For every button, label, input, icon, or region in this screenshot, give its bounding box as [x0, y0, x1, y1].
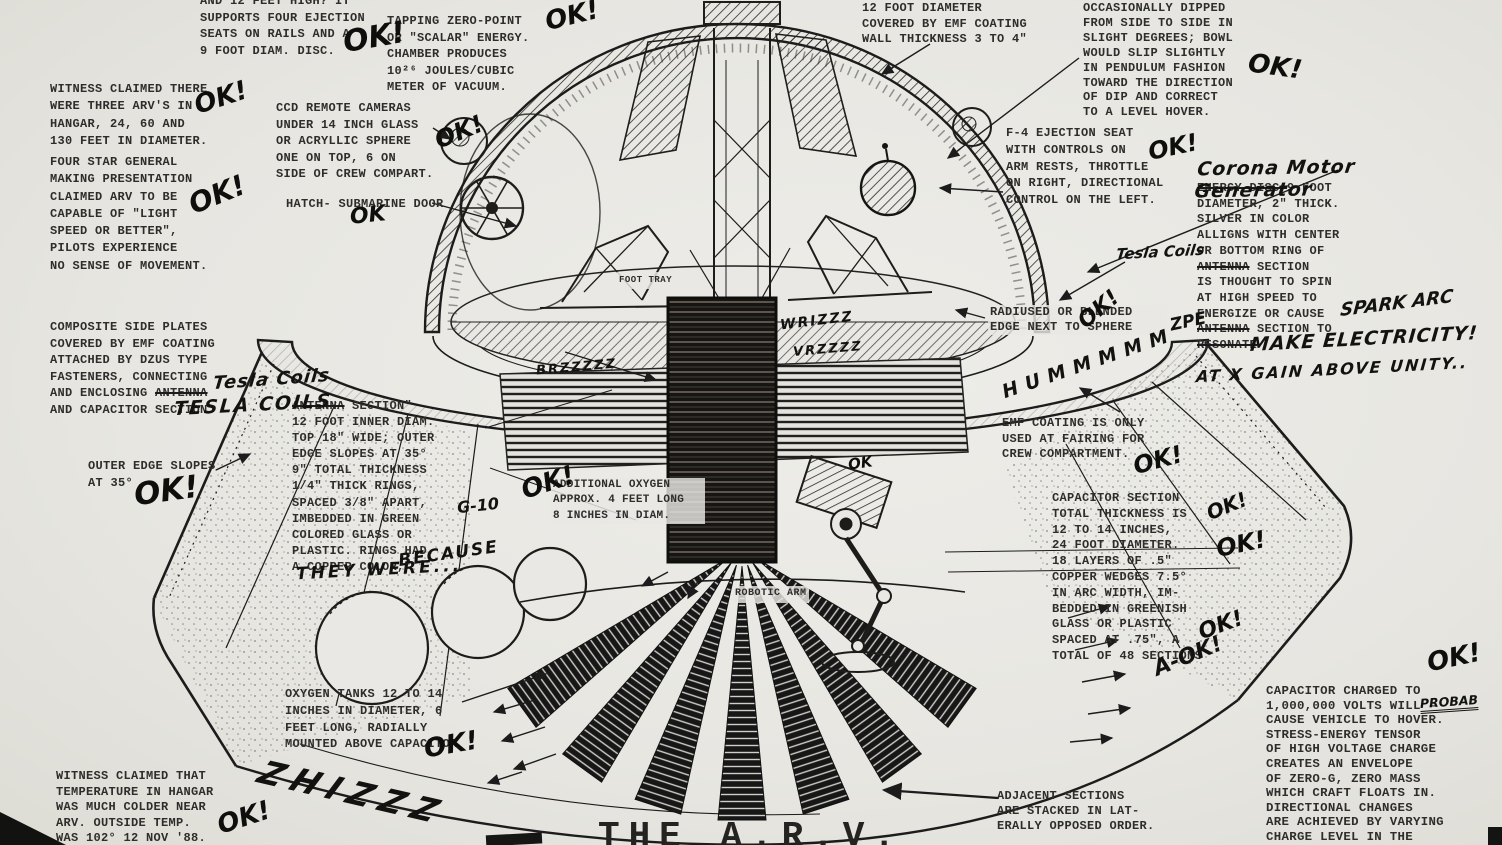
note-antenna-section: ANTENNA SECTION" 12 FOOT INNER DIAM. TOP… — [292, 399, 435, 574]
note-f4-ejection-seat: F-4 EJECTION SEAT WITH CONTROLS ON ARM R… — [1006, 126, 1164, 208]
note-occasionally-dipped: OCCASIONALLY DIPPED FROM SIDE TO SIDE IN… — [1083, 1, 1234, 120]
hatch-wheel — [459, 113, 601, 311]
skirt-wedges — [507, 558, 977, 821]
note-emf-fairing: EMF COATING IS ONLY USED AT FAIRING FOR … — [1002, 416, 1145, 462]
note-adjacent-sections: ADJACENT SECTIONS ARE STACKED IN LAT- ER… — [997, 789, 1155, 834]
hw-ok-mark: OK — [846, 452, 874, 474]
note-witness-three-arvs: WITNESS CLAIMED THERE WERE THREE ARV'S I… — [50, 82, 208, 149]
note-twelve-foot-diameter: 12 FOOT DIAMETER COVERED BY EMF COATING … — [862, 1, 1028, 46]
leader-arrows — [215, 43, 1339, 801]
note-capacitor-section: CAPACITOR SECTION TOTAL THICKNESS IS 12 … — [1052, 491, 1203, 663]
note-composite-side-plates: COMPOSITE SIDE PLATES COVERED BY EMF COA… — [50, 320, 216, 417]
note-ccd-cameras: CCD REMOTE CAMERAS UNDER 14 INCH GLASS O… — [276, 101, 434, 182]
note-capacitor-charged: CAPACITOR CHARGED TO 1,000,000 VOLTS WIL… — [1266, 684, 1444, 844]
note-oxygen-tanks: OXYGEN TANKS 12 TO 14 INCHES IN DIAMETER… — [285, 687, 458, 752]
diagram-title: THE A.R.V. — [597, 816, 905, 845]
note-additional-oxygen: ADDITIONAL OXYGEN APPROX. 4 FEET LONG 8 … — [551, 478, 705, 525]
note-four-star-general: FOUR STAR GENERAL MAKING PRESENTATION CL… — [50, 155, 208, 273]
corona-ball — [859, 143, 917, 217]
note-radiused-edge: RADIUSED OR BLENDED EDGE NEXT TO SPHERE — [988, 305, 1167, 336]
hw-corona-motor-generator: Corona Motor Generator — [1193, 155, 1357, 203]
label-foot-tray: FOOT TRAY — [617, 272, 675, 289]
note-ejection-support: AND 12 FEET HIGH? IT SUPPORTS FOUR EJECT… — [200, 0, 366, 58]
robotic-arm-mechanism — [795, 454, 895, 673]
label-robotic-arm: ROBOTIC ARM — [733, 586, 809, 603]
camera-spheres — [440, 107, 992, 165]
note-outer-edge-slope: OUTER EDGE SLOPES AT 35° — [88, 459, 216, 490]
note-zero-point-energy: TAPPING ZERO-POINT OR "SCALAR" ENERGY. C… — [387, 14, 530, 95]
note-corona-details: ENERGY DISC,9 FOOT DIAMETER, 2" THICK. S… — [1197, 181, 1340, 353]
dome-interior-frame — [618, 1, 858, 300]
oxygen-tanks — [314, 546, 588, 706]
note-hatch: HATCH- SUBMARINE DOOR — [286, 197, 444, 211]
hw-ok-mark: OK — [348, 201, 387, 230]
note-witness-temperature: WITNESS CLAIMED THAT TEMPERATURE IN HANG… — [56, 769, 214, 845]
